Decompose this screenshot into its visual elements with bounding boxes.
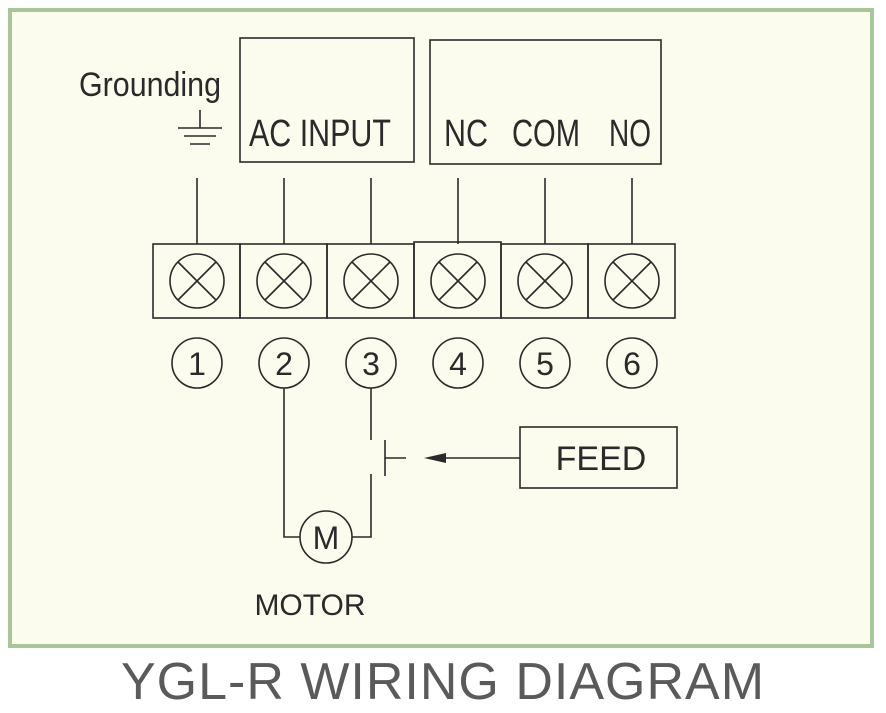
terminal-screw-icon xyxy=(430,253,486,309)
ac-input-box xyxy=(239,37,415,163)
no-label: NO xyxy=(609,113,651,155)
terminal-screw-icon xyxy=(169,253,225,309)
terminal-number: 4 xyxy=(449,346,467,382)
nc-label: NC xyxy=(444,113,488,155)
terminal-screw-icon xyxy=(343,253,399,309)
terminal-number-circle xyxy=(171,337,223,389)
terminal-number-circle xyxy=(432,337,484,389)
terminal-screw-icon xyxy=(604,253,660,309)
arrow-icon xyxy=(424,453,446,463)
feed-label: FEED xyxy=(556,440,647,478)
motor-symbol: M xyxy=(313,520,340,556)
motor-icon xyxy=(299,510,353,564)
terminal-number: 6 xyxy=(623,346,641,382)
terminal-screw-icon xyxy=(256,253,312,309)
ac-input-label: AC INPUT xyxy=(249,113,391,155)
motor-label: MOTOR xyxy=(254,589,365,622)
motor-wire-left xyxy=(283,388,300,538)
diagram-panel xyxy=(8,8,874,648)
com-label: COM xyxy=(512,113,580,155)
terminal-number: 2 xyxy=(275,346,293,382)
diagram-title: YGL-R WIRING DIAGRAM xyxy=(120,653,766,711)
relay-box xyxy=(429,39,662,165)
terminal-number-circle xyxy=(606,337,658,389)
terminal-screw-icon xyxy=(517,253,573,309)
motor-wire-right xyxy=(352,474,372,538)
terminal-number-circle xyxy=(519,337,571,389)
terminal-number: 3 xyxy=(362,346,380,382)
terminal-number: 5 xyxy=(536,346,554,382)
terminal-strip xyxy=(152,241,676,319)
terminal-number: 1 xyxy=(188,346,206,382)
ground-icon xyxy=(178,110,222,145)
switch-icon xyxy=(384,440,406,476)
grounding-label: Grounding xyxy=(79,66,221,104)
